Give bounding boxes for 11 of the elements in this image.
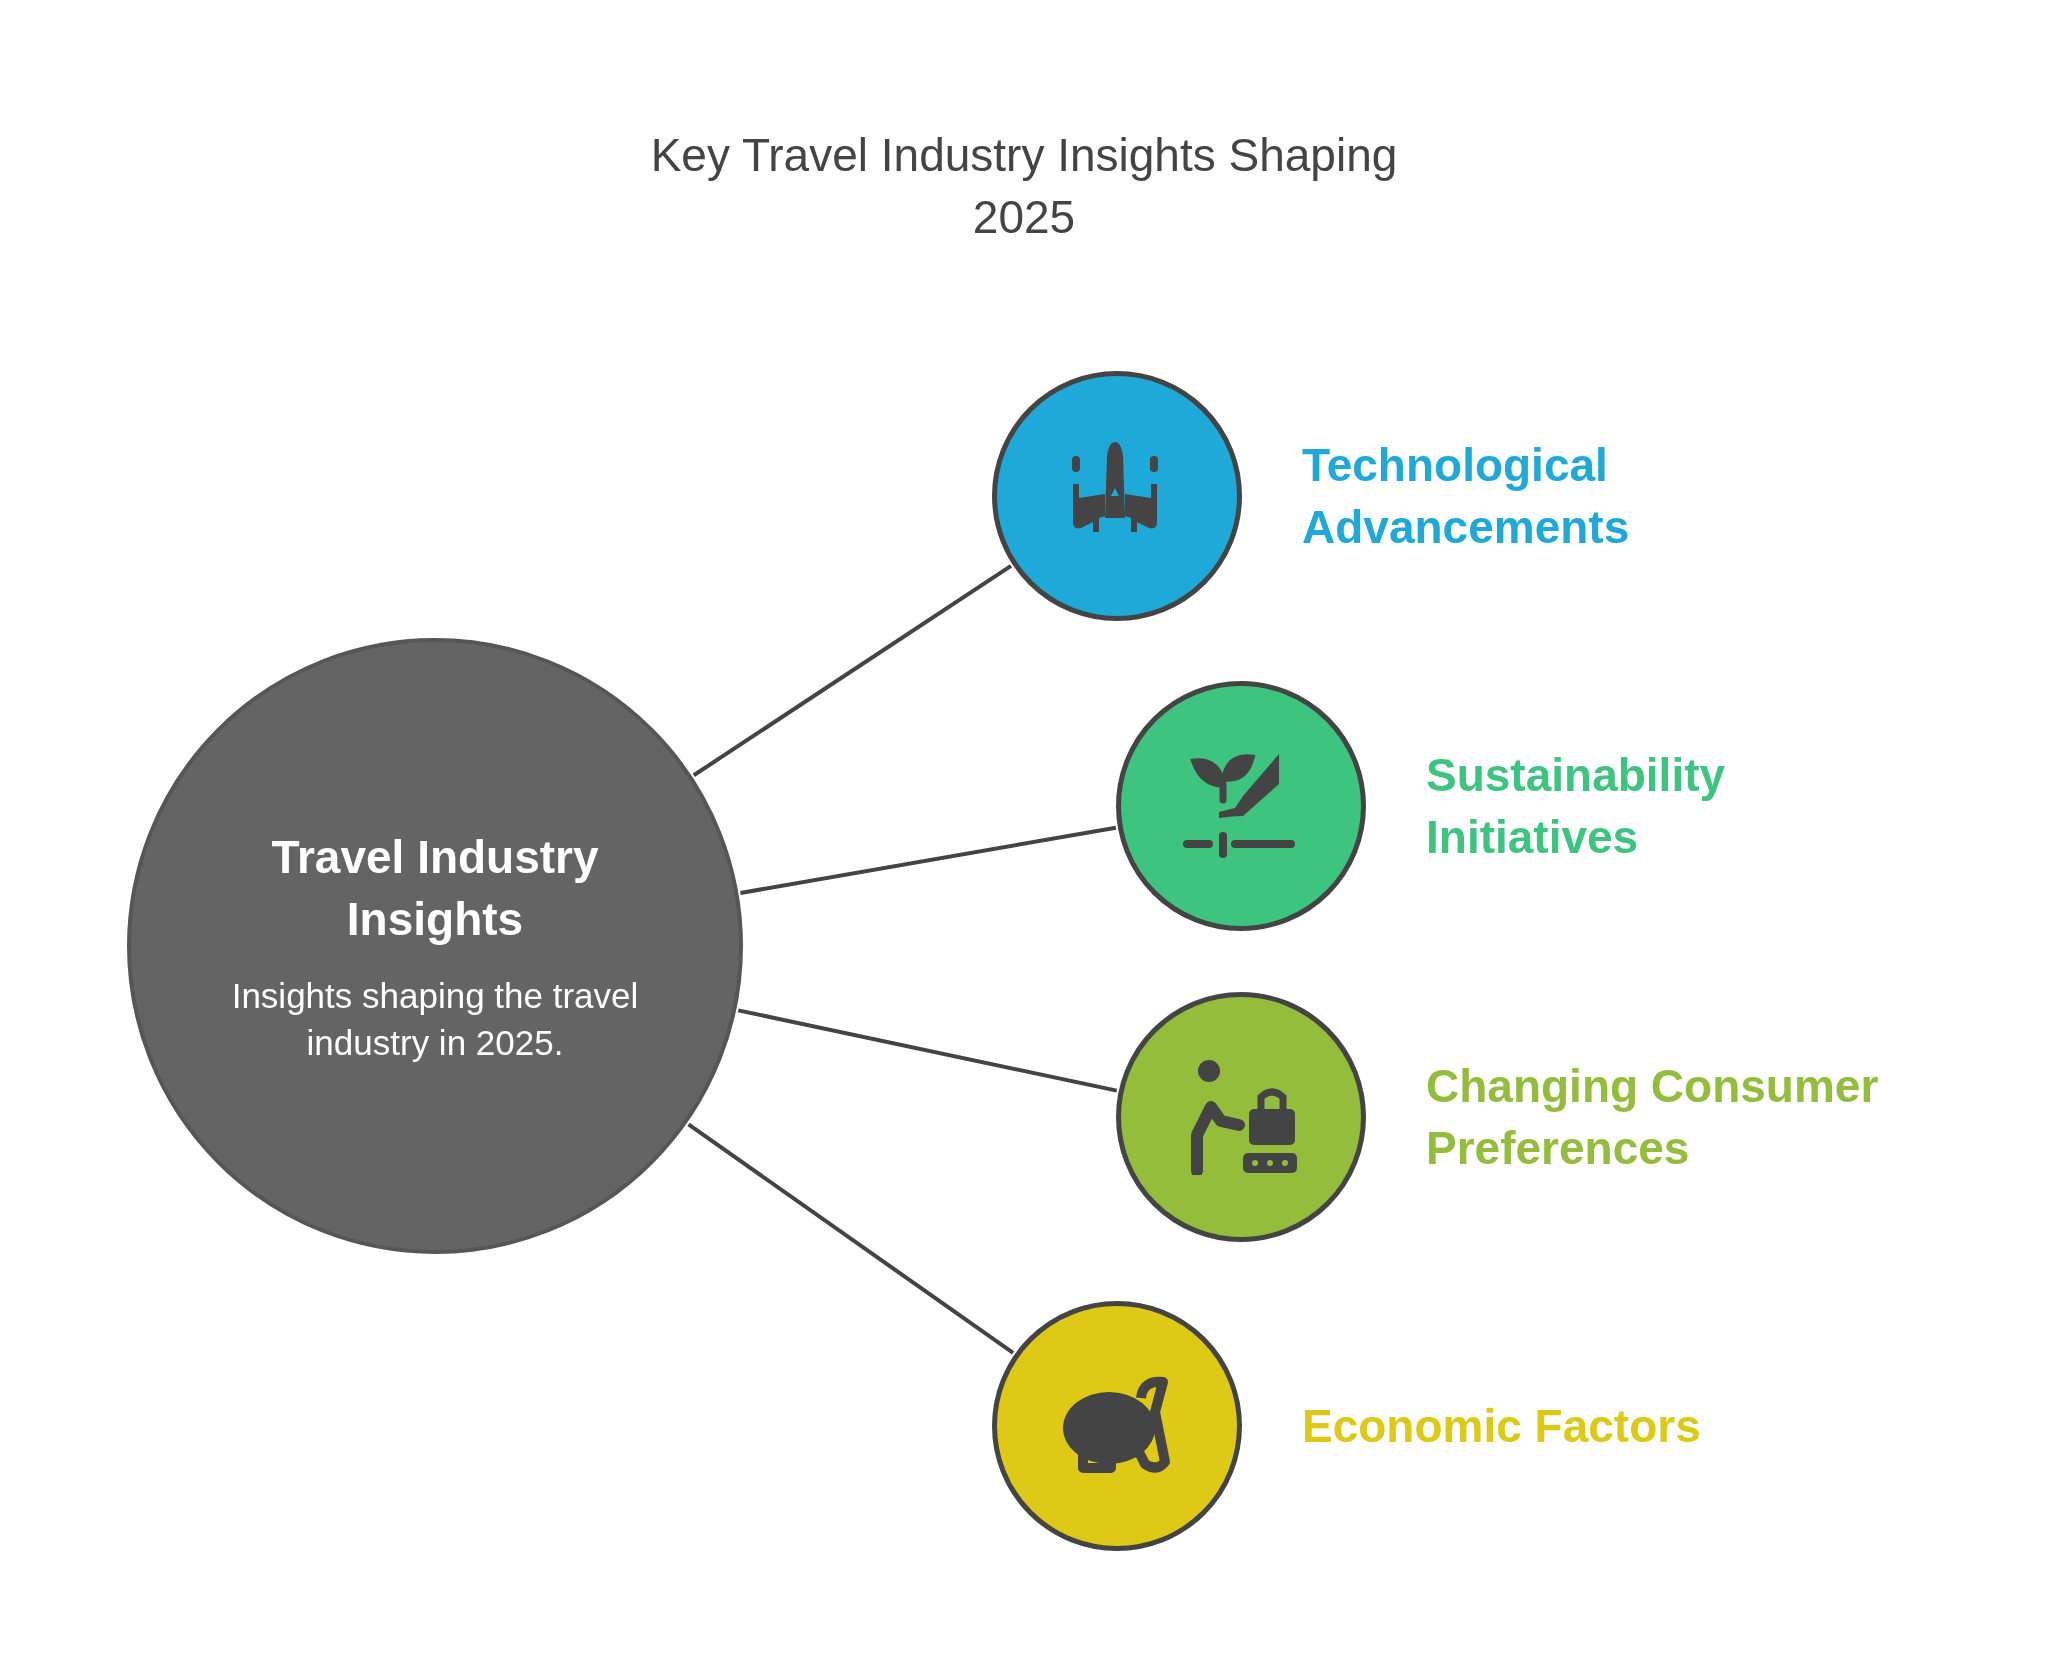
hub-description: Insights shaping the travel industry in 2025. (230, 975, 640, 1064)
hub-heading: Travel Industry Insights (270, 830, 600, 947)
diagram-title: Key Travel Industry Insights Shaping 2025 (649, 128, 1399, 245)
connector-line (687, 1122, 1015, 1355)
connector-line (737, 1008, 1118, 1093)
category-label: Changing Consumer Preferences (1426, 1059, 1880, 1176)
connector-line (692, 564, 1013, 777)
connector-line (740, 825, 1117, 895)
category-label: Economic Factors (1302, 1399, 1702, 1454)
category-label: Sustainability Initiatives (1426, 748, 1727, 865)
category-label: Technological Advancements (1302, 438, 1631, 555)
